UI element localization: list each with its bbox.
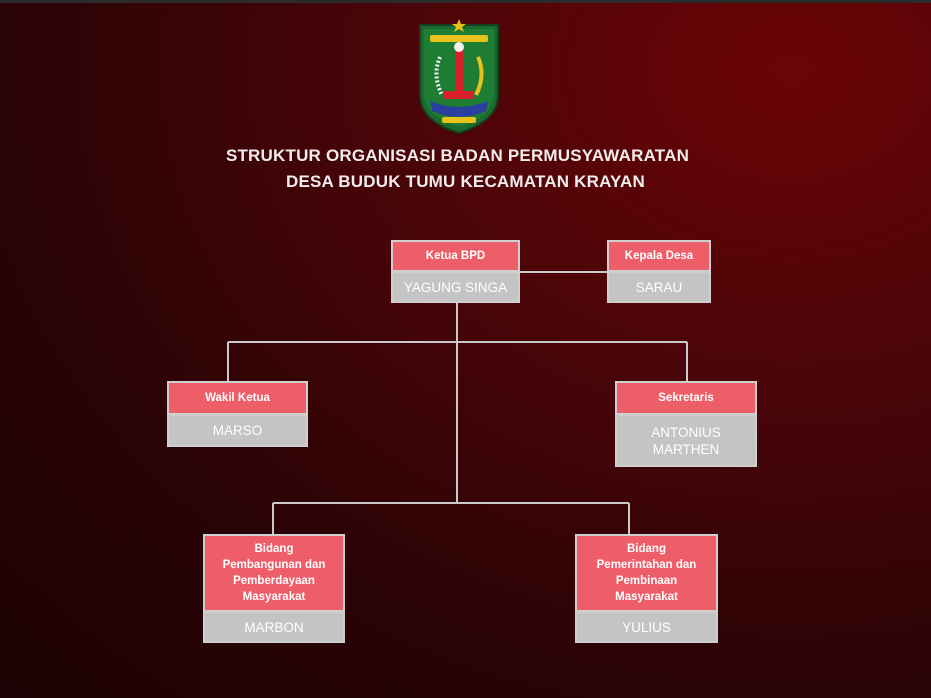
node-name-label: YAGUNG SINGA xyxy=(393,273,518,301)
top-border xyxy=(0,0,931,3)
node-role-label: Sekretaris xyxy=(617,383,755,413)
node-bidang-pemerintahan: Bidang Pemerintahan dan Pembinaan Masyar… xyxy=(575,534,718,643)
node-wakil-ketua: Wakil Ketua MARSO xyxy=(167,381,308,447)
node-bidang-pembangunan: Bidang Pembangunan dan Pemberdayaan Masy… xyxy=(203,534,345,643)
node-ketua-bpd: Ketua BPD YAGUNG SINGA xyxy=(391,240,520,303)
node-kepala-desa: Kepala Desa SARAU xyxy=(607,240,711,303)
node-role-label: Kepala Desa xyxy=(609,242,709,270)
node-name-label: ANTONIUS MARTHEN xyxy=(617,416,755,465)
chart-title-line-1: STRUKTUR ORGANISASI BADAN PERMUSYAWARATA… xyxy=(225,146,690,165)
node-role-label: Bidang Pembangunan dan Pemberdayaan Masy… xyxy=(205,536,343,610)
regency-emblem-icon xyxy=(419,19,499,135)
node-role-label: Ketua BPD xyxy=(393,242,518,270)
node-name-label: SARAU xyxy=(609,273,709,301)
node-role-label: Wakil Ketua xyxy=(169,383,306,413)
node-name-label: MARSO xyxy=(169,416,306,445)
node-name-label: YULIUS xyxy=(577,613,716,641)
node-sekretaris: Sekretaris ANTONIUS MARTHEN xyxy=(615,381,757,467)
chart-title-line-2: DESA BUDUK TUMU KECAMATAN KRAYAN xyxy=(285,172,645,191)
node-role-label: Bidang Pemerintahan dan Pembinaan Masyar… xyxy=(577,536,716,610)
node-name-label: MARBON xyxy=(205,613,343,641)
